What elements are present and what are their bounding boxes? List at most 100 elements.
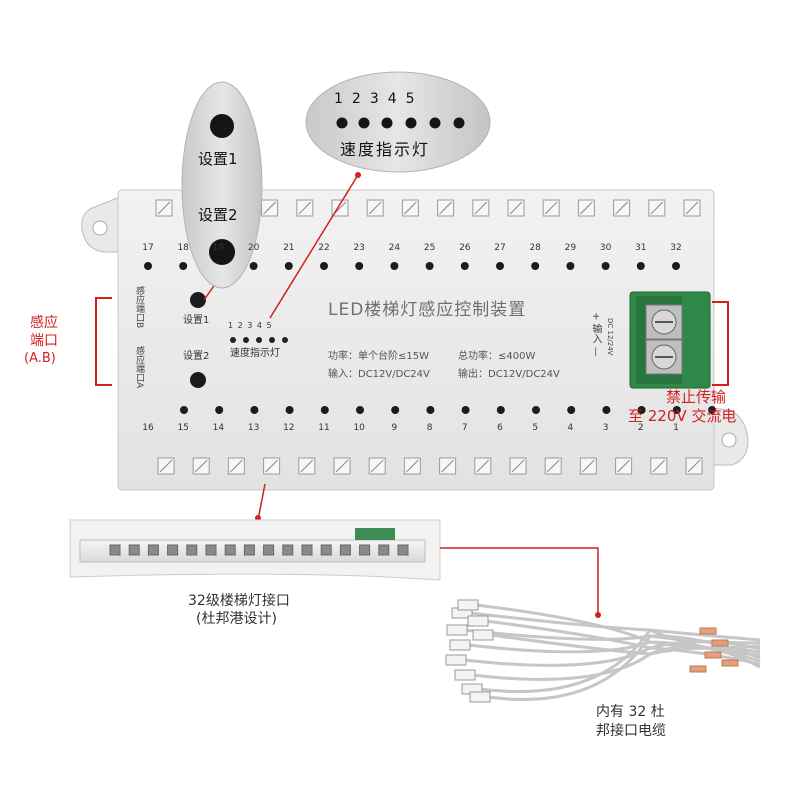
bottom-port-number: 11 xyxy=(318,423,330,433)
top-port-hole[interactable] xyxy=(636,262,645,270)
cable-caption-2: 邦接口电缆 xyxy=(596,723,666,739)
top-port-hole[interactable] xyxy=(460,262,469,270)
bottom-port-number: 10 xyxy=(353,423,365,433)
top-port-hole[interactable] xyxy=(249,262,258,270)
bottom-port-hole[interactable] xyxy=(708,406,716,414)
bottom-port-hole[interactable] xyxy=(426,406,435,414)
top-port-hole[interactable] xyxy=(531,262,540,270)
connector-slot xyxy=(339,544,351,556)
top-port-hole[interactable] xyxy=(144,262,152,270)
mounting-ear-right xyxy=(711,407,749,466)
cable-pin xyxy=(699,627,717,635)
top-port-number: 23 xyxy=(353,243,365,253)
cable-pin xyxy=(689,665,707,673)
top-port-number: 29 xyxy=(564,243,577,253)
top-port-number: 26 xyxy=(459,243,471,253)
bottom-port-hole[interactable] xyxy=(461,406,470,414)
bottom-port-hole[interactable] xyxy=(637,406,646,414)
warning-line-1: 禁止传输 xyxy=(666,388,727,406)
dupont-plug xyxy=(467,615,489,627)
power-terminal-block xyxy=(629,291,711,389)
mounting-ear-left xyxy=(81,196,121,253)
dupont-plug xyxy=(454,669,476,681)
speed-callout-line xyxy=(269,174,359,319)
top-port-hole[interactable] xyxy=(355,262,364,270)
top-port-hole[interactable] xyxy=(425,262,434,270)
speed-zoom-label: 速度指示灯 xyxy=(340,140,431,159)
bottom-port-hole[interactable] xyxy=(250,406,259,414)
cable-callout-line xyxy=(440,547,599,615)
bottom-port-hole[interactable] xyxy=(356,406,364,414)
sensor-port-annot-3: (A.B) xyxy=(24,351,56,366)
bottom-port-hole[interactable] xyxy=(567,406,576,414)
top-port-number: 30 xyxy=(599,243,612,253)
bottom-port-hole[interactable] xyxy=(532,406,540,414)
top-port-number: 27 xyxy=(494,243,506,253)
bottom-port-hole[interactable] xyxy=(180,406,188,414)
connector-slot xyxy=(147,544,159,556)
cable-pin xyxy=(704,651,722,659)
bottom-port-hole[interactable] xyxy=(391,406,400,414)
bottom-port-hole[interactable] xyxy=(285,406,294,414)
top-port-number: 24 xyxy=(388,243,401,253)
speed-label: 速度指示灯 xyxy=(230,348,280,359)
sensor-port-annot-1: 感应 xyxy=(30,315,58,331)
connector-caption-1: 32级楼梯灯接口 xyxy=(188,593,290,609)
set2-zoom-button xyxy=(209,239,235,265)
connector-slot xyxy=(397,544,409,556)
top-port-hole[interactable] xyxy=(390,262,399,270)
cable-wire xyxy=(490,633,761,669)
sensor-port-annot-2: 端口 xyxy=(30,333,58,349)
top-port-number: 32 xyxy=(670,243,682,253)
connector-slot xyxy=(128,544,140,556)
connector-slot xyxy=(378,544,390,556)
set1-zoom-label: 设置1 xyxy=(198,150,238,168)
top-port-hole[interactable] xyxy=(284,262,293,270)
bottom-port-number: 14 xyxy=(212,423,225,433)
warning-line-2: 至 220V 交流电 xyxy=(628,407,737,425)
spec-output: 输出：DC12V/DC24V xyxy=(458,369,560,380)
dupont-plug xyxy=(457,599,479,611)
bottom-port-hole[interactable] xyxy=(672,406,681,414)
bottom-port-number: 9 xyxy=(391,423,398,433)
dupont-plug xyxy=(472,629,494,641)
sensor-port-a: 感应端口A xyxy=(134,346,144,389)
connector-slot xyxy=(243,544,255,556)
speed-nums: 1 2 3 4 5 xyxy=(228,321,273,330)
bottom-port-number: 6 xyxy=(497,423,503,433)
spec-power: 功率：单个台阶≤15W xyxy=(328,351,429,362)
top-port-hole[interactable] xyxy=(672,262,680,270)
bottom-port-number: 5 xyxy=(532,423,539,433)
bottom-port-holes xyxy=(180,406,716,414)
connector-caption-2: (杜邦港设计) xyxy=(196,611,277,627)
bottom-port-number: 1 xyxy=(673,423,679,433)
sensor-port-b: 感应端口B xyxy=(134,286,144,329)
settings-zoom-callout xyxy=(181,81,263,289)
top-port-hole[interactable] xyxy=(179,262,188,270)
bottom-port-number: 12 xyxy=(283,423,295,433)
top-port-hole[interactable] xyxy=(496,262,504,270)
top-port-hole[interactable] xyxy=(566,262,575,270)
connector-slot xyxy=(282,544,294,556)
connector-slot xyxy=(224,544,236,556)
bottom-terminal-strip xyxy=(157,457,703,475)
cable-caption-1: 内有 32 杜 xyxy=(596,704,665,720)
bottom-port-hole[interactable] xyxy=(602,406,611,414)
bottom-port-number: 2 xyxy=(637,423,644,433)
bottom-port-number: 16 xyxy=(142,423,154,433)
bottom-port-hole[interactable] xyxy=(320,406,329,414)
bottom-port-hole[interactable] xyxy=(215,406,224,414)
top-port-number: 25 xyxy=(423,243,436,253)
bottom-port-hole[interactable] xyxy=(496,406,505,414)
bottom-port-number: 13 xyxy=(247,423,260,433)
set1-label: 设置1 xyxy=(183,315,210,326)
connector-slots xyxy=(109,544,409,556)
dupont-cable-bundle xyxy=(445,599,761,703)
set1-button[interactable] xyxy=(190,292,206,308)
top-port-hole[interactable] xyxy=(601,262,610,270)
device-title: LED楼梯灯感应控制装置 xyxy=(328,300,527,320)
top-port-hole[interactable] xyxy=(320,262,328,270)
top-port-number: 20 xyxy=(247,243,260,253)
speed-led-row xyxy=(230,337,288,343)
set2-button[interactable] xyxy=(190,372,206,388)
